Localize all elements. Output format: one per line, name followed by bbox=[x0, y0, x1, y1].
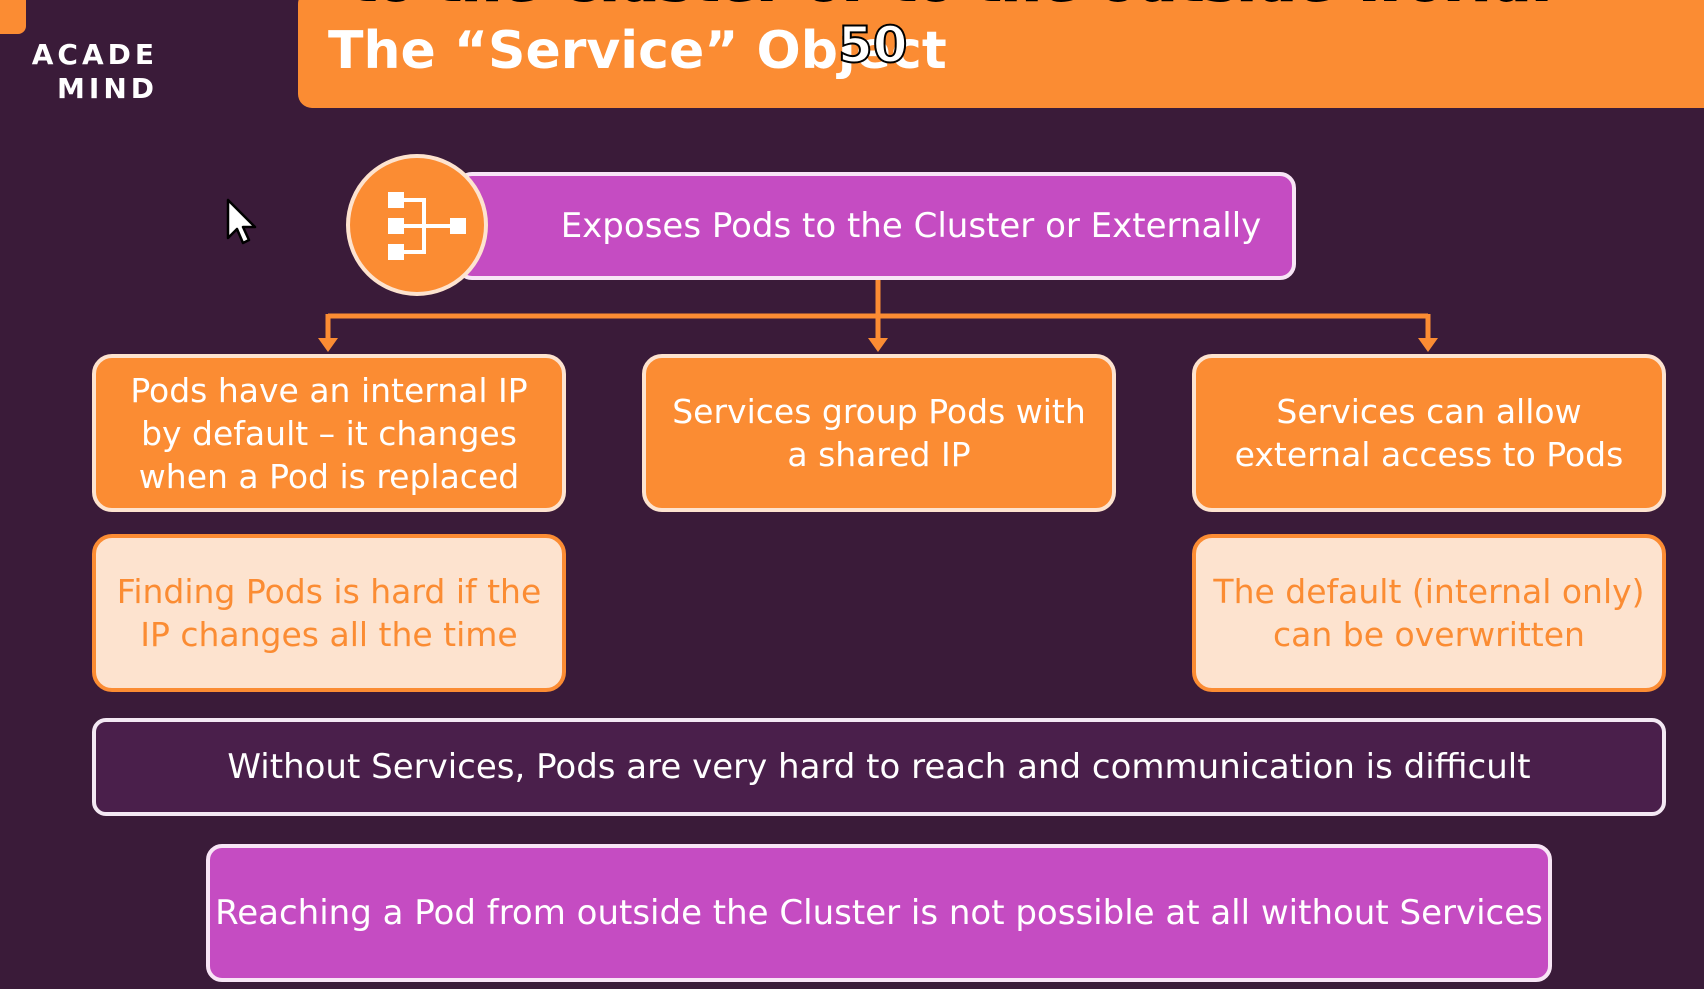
summary-outside-cluster: Reaching a Pod from outside the Cluster … bbox=[206, 844, 1552, 982]
summary-outside-cluster-label: Reaching a Pod from outside the Cluster … bbox=[215, 893, 1543, 933]
logo-line-2: MIND bbox=[57, 72, 158, 105]
branch-shared-ip: Services group Pods with a shared IP bbox=[642, 354, 1116, 512]
detail-finding-pods-label: Finding Pods is hard if the IP changes a… bbox=[116, 572, 542, 654]
branch-internal-ip: Pods have an internal IP by default – it… bbox=[92, 354, 566, 512]
mouse-cursor-icon bbox=[226, 198, 258, 250]
logo-line-1: ACADE bbox=[31, 38, 158, 71]
branch-shared-ip-label: Services group Pods with a shared IP bbox=[672, 392, 1086, 474]
caption-counter: 50 bbox=[837, 15, 909, 75]
academind-logo: ACADE MIND bbox=[0, 38, 158, 106]
hierarchy-icon bbox=[346, 154, 488, 296]
detail-default-overwritten-label: The default (internal only) can be overw… bbox=[1213, 572, 1645, 654]
logo-accent-tab bbox=[0, 0, 26, 34]
top-node-exposes-pods: Exposes Pods to the Cluster or Externall… bbox=[456, 172, 1296, 280]
summary-hard-to-reach-label: Without Services, Pods are very hard to … bbox=[227, 747, 1531, 787]
branch-external-access-label: Services can allow external access to Po… bbox=[1234, 392, 1624, 474]
summary-hard-to-reach: Without Services, Pods are very hard to … bbox=[92, 718, 1666, 816]
top-node-label: Exposes Pods to the Cluster or Externall… bbox=[560, 206, 1262, 246]
slide-title: The “Service” Object bbox=[328, 21, 947, 81]
caption-subtitle: to the Cluster or to the outside world. bbox=[349, 0, 1553, 13]
detail-finding-pods: Finding Pods is hard if the IP changes a… bbox=[92, 534, 566, 692]
detail-default-overwritten: The default (internal only) can be overw… bbox=[1192, 534, 1666, 692]
branch-internal-ip-label: Pods have an internal IP by default – it… bbox=[130, 370, 528, 496]
branch-external-access: Services can allow external access to Po… bbox=[1192, 354, 1666, 512]
title-bar bbox=[298, 0, 1704, 108]
